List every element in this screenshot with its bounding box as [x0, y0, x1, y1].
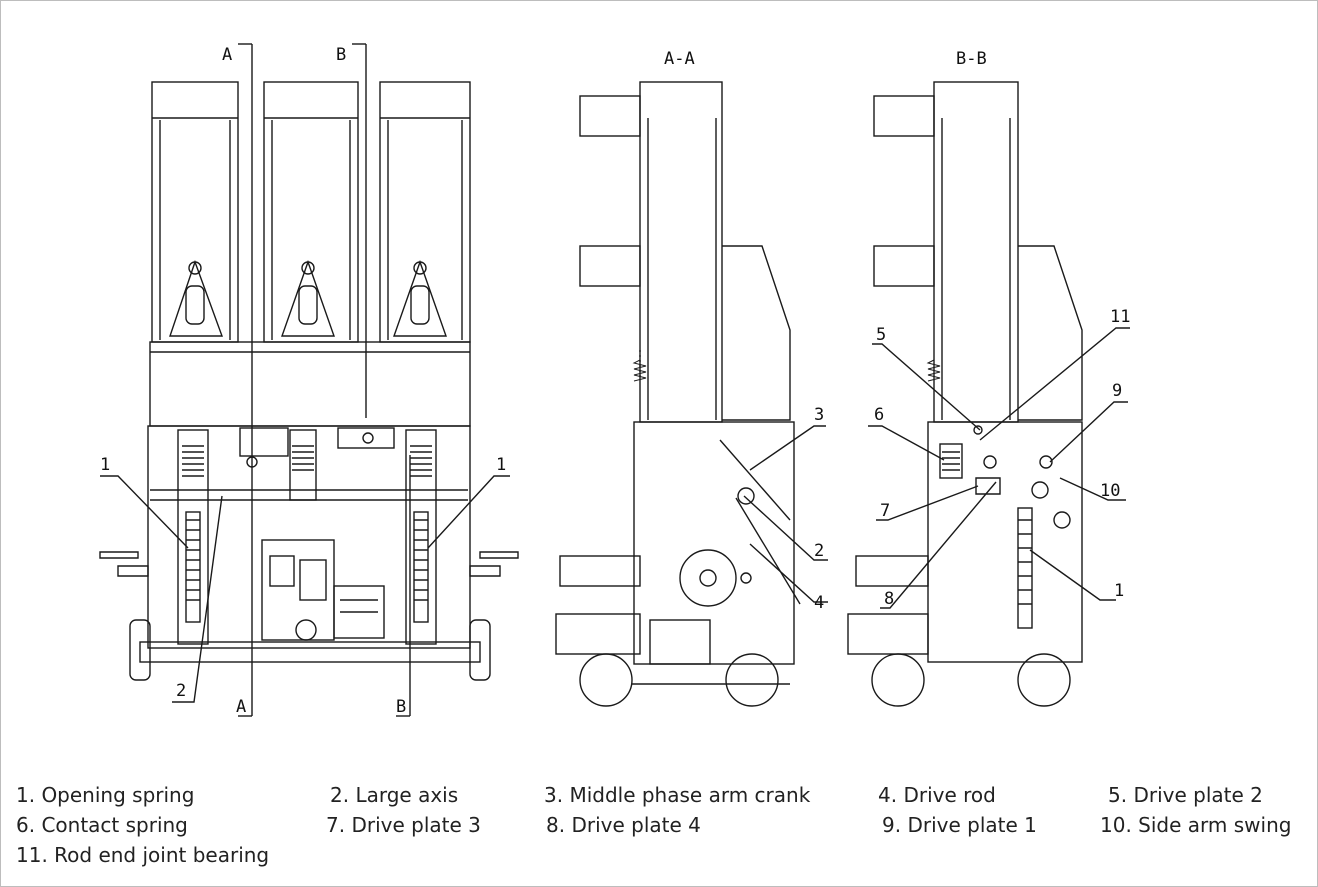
callout-label: 10: [1100, 481, 1120, 501]
callout-label: 4: [814, 593, 824, 613]
legend-item: 3. Middle phase arm crank: [544, 783, 811, 807]
callout-label: 1: [1114, 581, 1124, 601]
view-aa-title: A-A: [664, 49, 695, 69]
legend-item: 2. Large axis: [330, 783, 459, 807]
callout-label: 2: [176, 681, 186, 701]
mechanism-housing: [99, 341, 519, 681]
legend-item: 9. Drive plate 1: [882, 813, 1037, 837]
section-a-bottom-label: A: [236, 697, 246, 717]
legend-item: 1. Opening spring: [16, 783, 195, 807]
front-view: [99, 43, 519, 717]
view-bb: [847, 81, 1130, 707]
bb-leaders: [868, 327, 1130, 609]
legend-item: 4. Drive rod: [878, 783, 996, 807]
legend-row: 6. Contact spring 7. Drive plate 3 8. Dr…: [16, 813, 1316, 843]
legend-item: 11. Rod end joint bearing: [16, 843, 270, 867]
view-bb-title: B-B: [956, 49, 987, 69]
legend-row: 11. Rod end joint bearing: [16, 843, 1316, 873]
callout-label: 1: [496, 455, 506, 475]
section-a-top-label: A: [222, 45, 232, 65]
callout-label: 11: [1110, 307, 1130, 327]
section-b-bottom-label: B: [396, 697, 406, 717]
callout-label: 5: [876, 325, 886, 345]
callout-label: 2: [814, 541, 824, 561]
callout-label: 6: [874, 405, 884, 425]
callout-label: 3: [814, 405, 824, 425]
legend-item: 8. Drive plate 4: [546, 813, 701, 837]
section-b-top-label: B: [336, 45, 346, 65]
pole-columns: [151, 81, 471, 343]
legend-row: 1. Opening spring 2. Large axis 3. Middl…: [16, 783, 1316, 813]
legend-item: 10. Side arm swing: [1100, 813, 1292, 837]
callout-label: 8: [884, 589, 894, 609]
legend-item: 5. Drive plate 2: [1108, 783, 1263, 807]
legend-item: 6. Contact spring: [16, 813, 188, 837]
callout-label: 9: [1112, 381, 1122, 401]
legend-item: 7. Drive plate 3: [326, 813, 481, 837]
parts-legend: 1. Opening spring 2. Large axis 3. Middl…: [16, 783, 1316, 873]
front-leaders: [100, 475, 510, 703]
aa-leaders: [743, 425, 828, 603]
section-lines: [238, 43, 411, 717]
diagram-labels: A B A B A-A B-B 1 1 2 3 2 4 11 5 9 6 10 …: [100, 45, 1130, 717]
view-aa: [555, 81, 828, 707]
breaker-drawing: A B A B A-A B-B 1 1 2 3 2 4 11 5 9 6 10 …: [99, 43, 1130, 717]
callout-label: 7: [880, 501, 890, 521]
callout-label: 1: [100, 455, 110, 475]
